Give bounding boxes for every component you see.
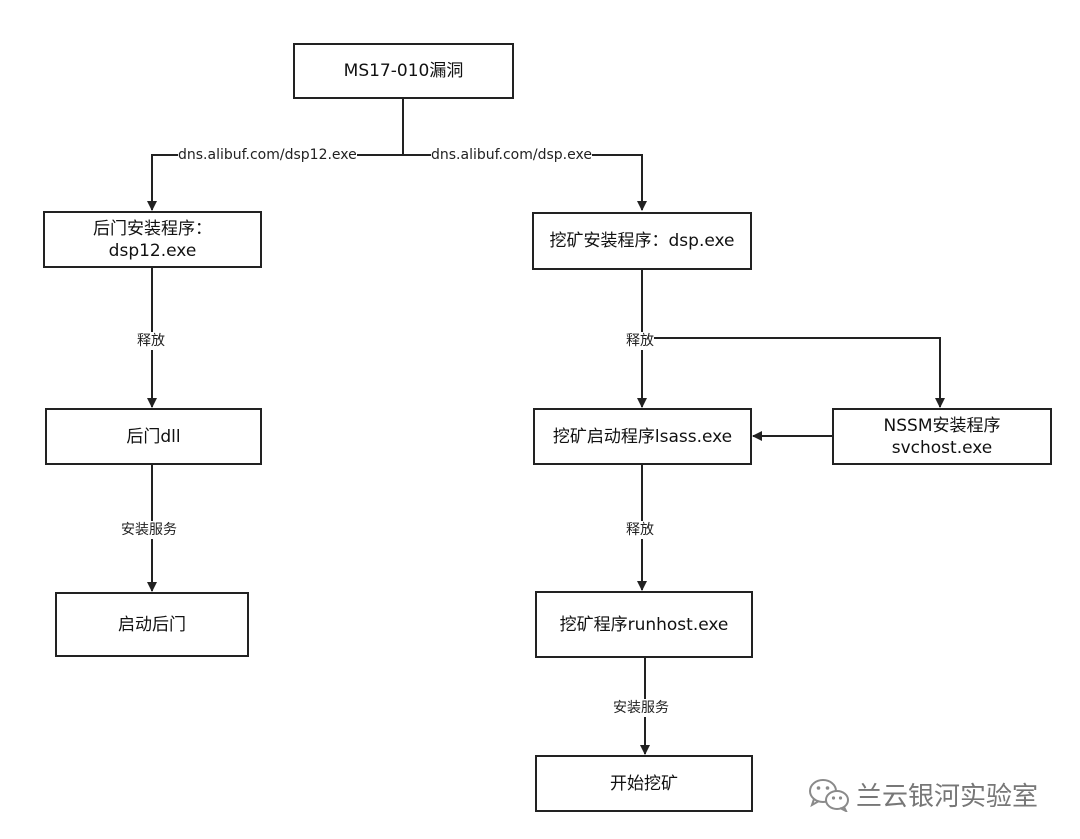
node-ms17-010-label: MS17-010漏洞 (343, 61, 464, 81)
node-backdoor-installer-line1: 后门安装程序： (93, 218, 212, 239)
watermark-text: 兰云银河实验室 (856, 782, 1039, 812)
node-miner-launcher-label: 挖矿启动程序lsass.exe (552, 426, 733, 447)
edge-label-install-left: 安装服务 (121, 521, 177, 539)
node-backdoor-dll: 后门dll (45, 408, 262, 465)
edge-label-release-right-top: 释放 (626, 332, 654, 350)
node-miner: 挖矿程序runhost.exe (535, 591, 753, 658)
edge-label-dl-left: dns.alibuf.com/dsp12.exe (178, 146, 357, 164)
edge-label-release-left: 释放 (137, 332, 165, 350)
edge-release-to-nssm (642, 337, 945, 408)
node-miner-installer-label: 挖矿安装程序：dsp.exe (549, 231, 735, 251)
edge-label-release-right-mid: 释放 (626, 521, 654, 539)
node-miner-installer: 挖矿安装程序：dsp.exe (532, 212, 752, 270)
wechat-icon (809, 778, 849, 812)
edge-label-dl-right: dns.alibuf.com/dsp.exe (431, 146, 592, 164)
node-start-mining-label: 开始挖矿 (610, 773, 678, 794)
node-start-mining: 开始挖矿 (535, 755, 753, 812)
node-backdoor-dll-label: 后门dll (126, 426, 181, 447)
node-backdoor-installer-line2: dsp12.exe (108, 240, 197, 261)
node-ms17-010: MS17-010漏洞 (293, 43, 514, 99)
node-backdoor-installer: 后门安装程序： dsp12.exe (43, 211, 262, 268)
edge-label-install-right: 安装服务 (613, 699, 669, 717)
node-miner-launcher: 挖矿启动程序lsass.exe (533, 408, 752, 465)
node-start-backdoor-label: 启动后门 (118, 614, 186, 635)
node-nssm-installer: NSSM安装程序 svchost.exe (832, 408, 1052, 465)
watermark: 兰云银河实验室 (808, 776, 1038, 813)
node-start-backdoor: 启动后门 (55, 592, 249, 657)
node-miner-label: 挖矿程序runhost.exe (559, 614, 729, 635)
node-nssm-line1: NSSM安装程序 (883, 415, 1001, 436)
node-nssm-line2: svchost.exe (891, 437, 993, 458)
